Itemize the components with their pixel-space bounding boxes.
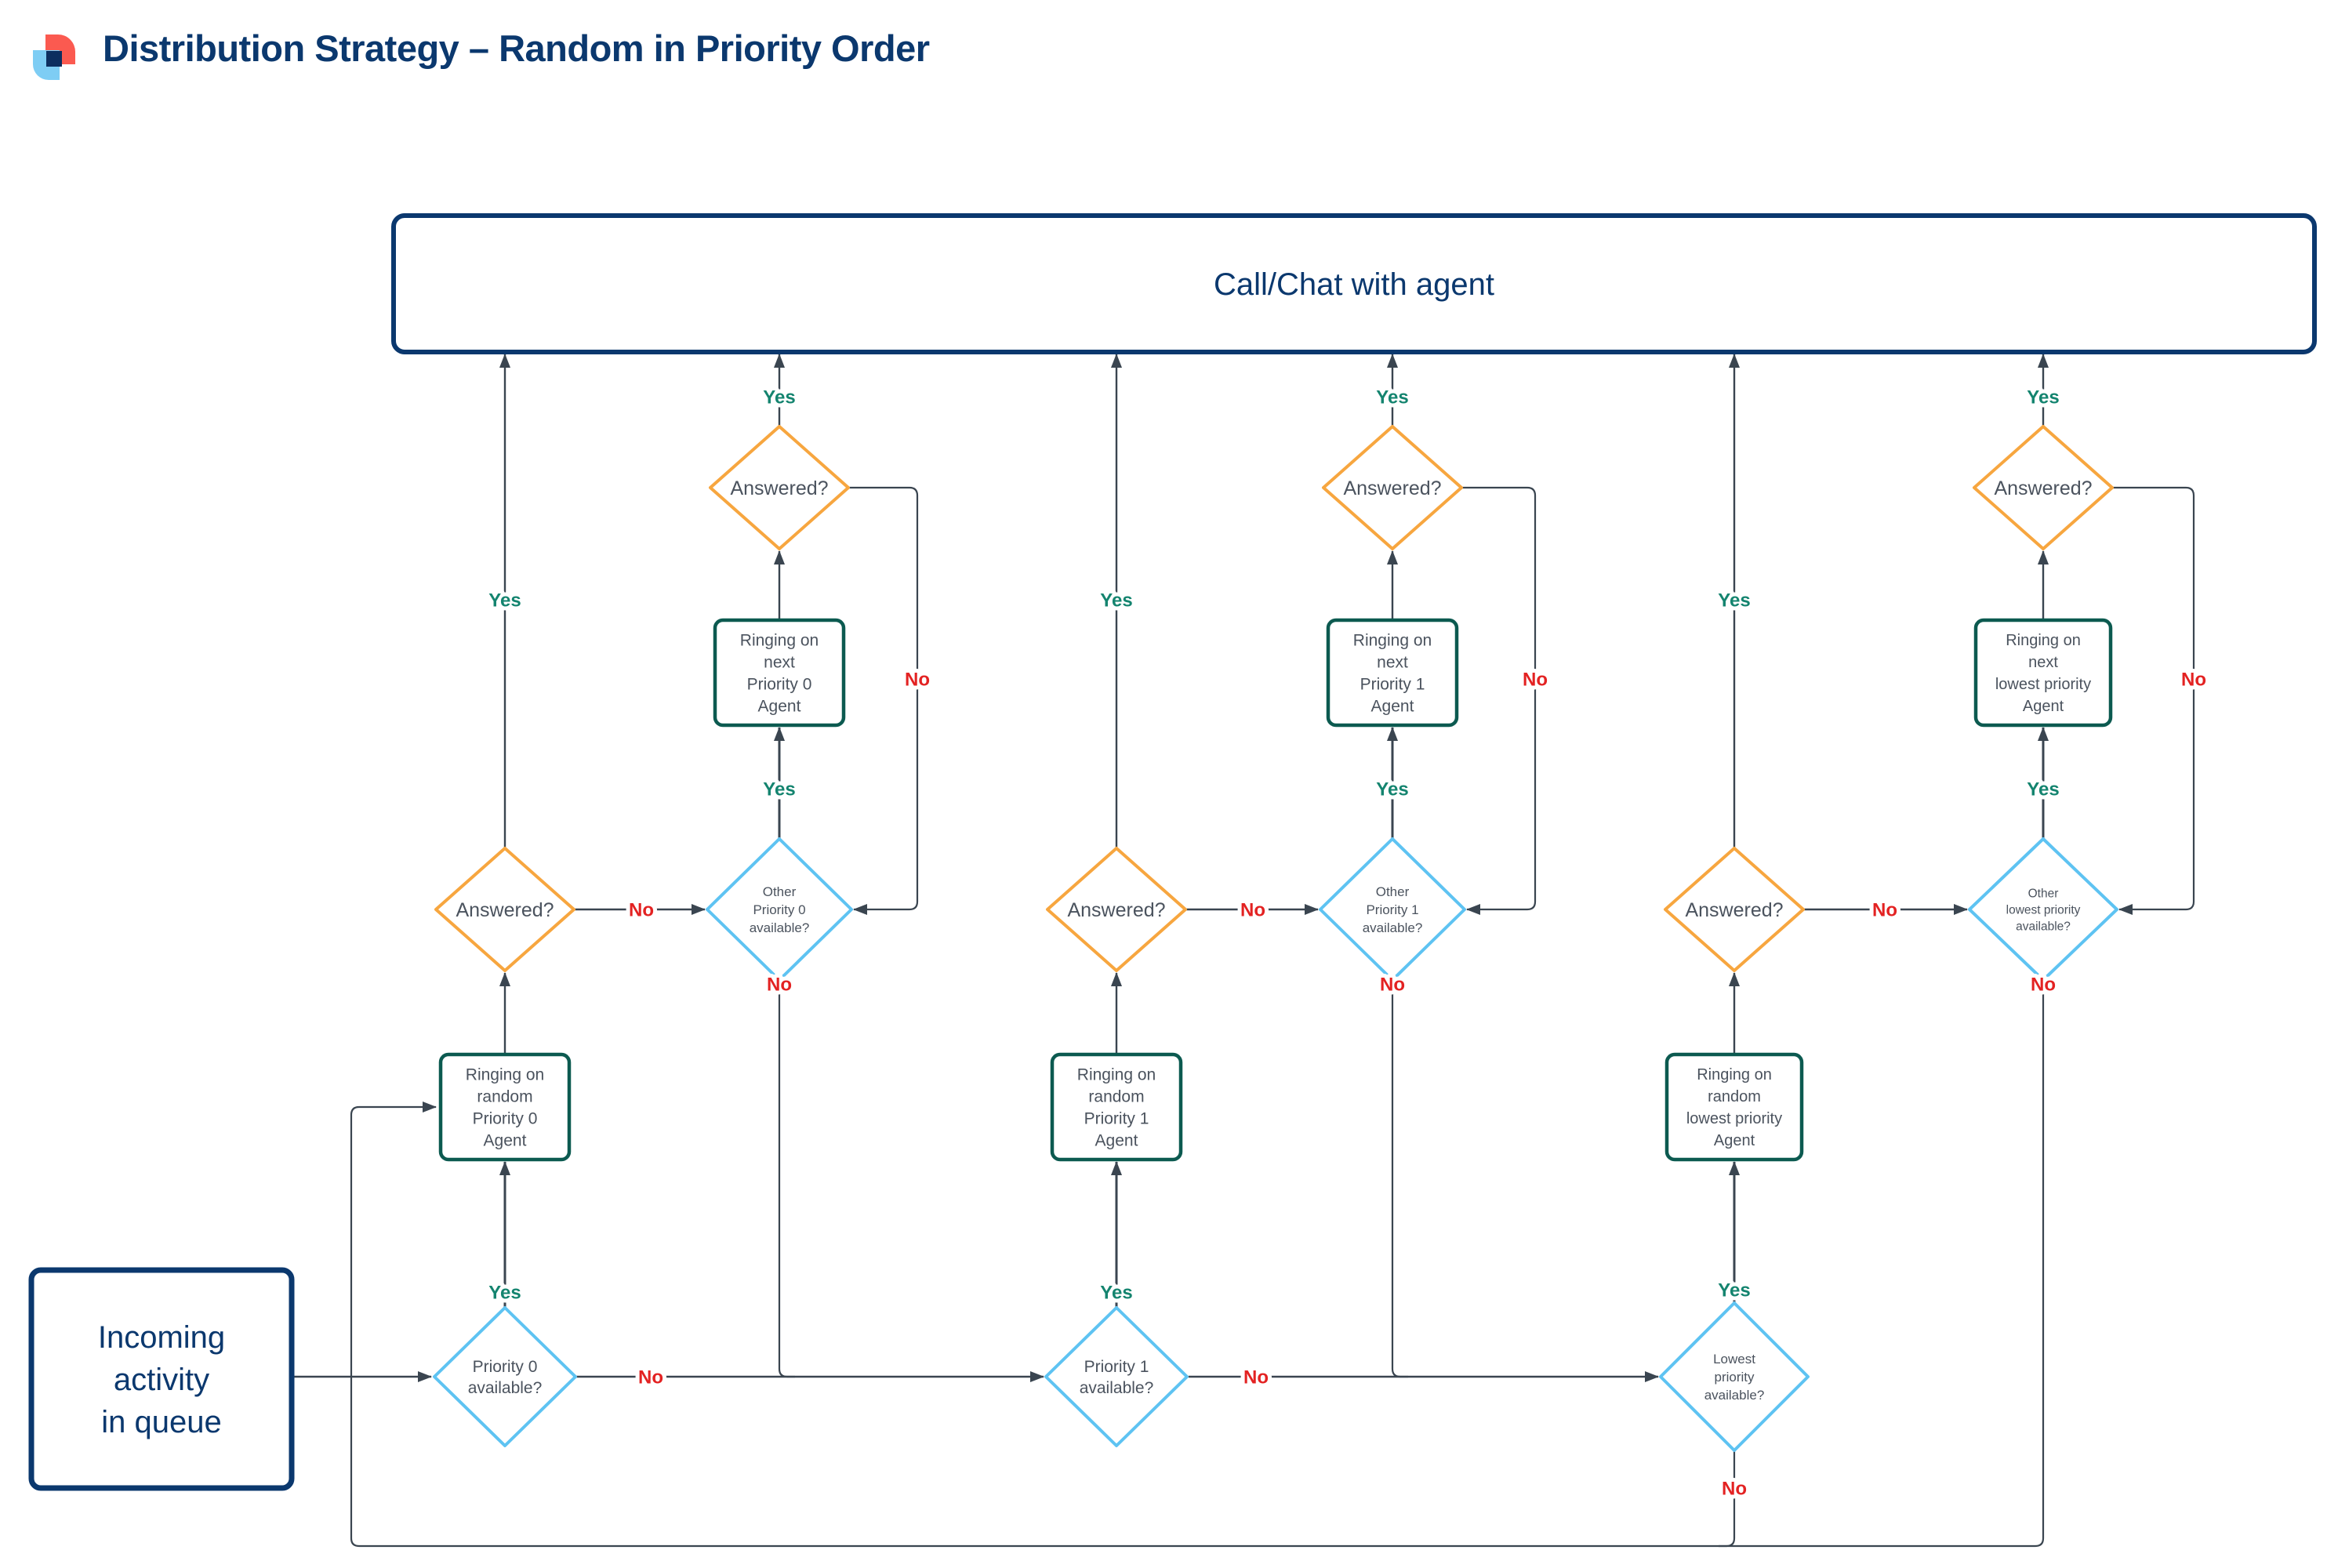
ringing-next-priority0-shape xyxy=(713,618,846,728)
ringing-random-lowest-shape xyxy=(1664,1052,1804,1162)
edge-label-no-priority0-no: No xyxy=(638,1367,663,1388)
edge-other-priority1-no-down xyxy=(1391,980,1408,1378)
ringing-random-priority0-shape xyxy=(438,1052,572,1162)
node-answered-mid-priority1: Answered? xyxy=(1046,847,1187,972)
answered-mid-priority1-label: Answered? xyxy=(1067,899,1165,921)
edge-label-no-priority1-no: No xyxy=(1243,1367,1269,1388)
logo-navy-square xyxy=(46,51,62,67)
lowest-priority-available-shape xyxy=(1659,1301,1810,1452)
edge-lowest-no-down xyxy=(1719,1450,1736,1548)
edge-answered-top-lowest-no-loop xyxy=(2112,486,2195,915)
answered-top-priority0-shape xyxy=(709,425,850,550)
edge-label-no-answered-mid-lowest-no: No xyxy=(1872,899,1897,920)
ringing-next-lowest-shape xyxy=(1973,618,2113,728)
edge-label-yes-answered-top-lowest-yes: Yes xyxy=(2027,387,2059,408)
edge-label-yes-answered-mid-lowest-yes: Yes xyxy=(1718,590,1750,611)
answered-mid-priority0-label: Answered? xyxy=(456,899,554,921)
edge-label-no-other-priority1-no-down: No xyxy=(1380,974,1405,995)
node-answered-top-lowest: Answered? xyxy=(1973,425,2114,550)
edge-other-lowest-no-feedback xyxy=(350,982,2045,1548)
edge-label-no-answered-top-priority1-no-loop: No xyxy=(1523,669,1548,690)
edge-label-yes-other-priority1-yes: Yes xyxy=(1376,779,1408,800)
node-call-chat-with-agent: Call/Chat with agent xyxy=(391,213,2317,354)
answered-top-priority1-shape xyxy=(1322,425,1463,550)
edge-label-no-answered-top-priority0-no-loop: No xyxy=(905,669,930,690)
incoming-activity-in-queue-shape xyxy=(28,1267,295,1491)
edge-label-no-other-lowest-no-feedback: No xyxy=(2031,974,2056,995)
ringing-random-priority1-shape xyxy=(1050,1052,1183,1162)
answered-top-priority1-label: Answered? xyxy=(1343,477,1441,499)
answered-mid-priority1-shape xyxy=(1046,847,1187,972)
ringing-next-priority1-shape xyxy=(1326,618,1459,728)
edge-label-yes-answered-mid-priority0-yes: Yes xyxy=(488,590,521,611)
edge-answered-top-priority0-no-loop xyxy=(848,486,919,915)
answered-mid-lowest-shape xyxy=(1664,847,1805,972)
edge-label-no-lowest-no-down: No xyxy=(1722,1478,1747,1499)
edge-label-yes-priority0-yes: Yes xyxy=(488,1282,521,1303)
edge-label-yes-answered-top-priority1-yes: Yes xyxy=(1376,387,1408,408)
page-title: Distribution Strategy – Random in Priori… xyxy=(103,27,930,69)
call-chat-with-agent-shape xyxy=(391,213,2317,354)
answered-top-priority0-label: Answered? xyxy=(730,477,828,499)
node-answered-top-priority0: Answered? xyxy=(709,425,850,550)
answered-top-lowest-label: Answered? xyxy=(1994,477,2092,499)
edge-label-no-answered-top-lowest-no-loop: No xyxy=(2181,669,2206,690)
node-answered-top-priority1: Answered? xyxy=(1322,425,1463,550)
answered-mid-priority0-shape xyxy=(434,847,575,972)
edge-label-yes-answered-top-priority0-yes: Yes xyxy=(763,387,795,408)
edge-label-no-answered-mid-priority0-no: No xyxy=(629,899,654,920)
other-priority1-available-shape xyxy=(1319,837,1466,982)
call-chat-with-agent-label: Call/Chat with agent xyxy=(1214,267,1494,302)
priority1-available-shape xyxy=(1044,1306,1189,1447)
brand-logo xyxy=(33,17,82,80)
header: Distribution Strategy – Random in Priori… xyxy=(0,0,2327,94)
edge-label-yes-other-priority0-yes: Yes xyxy=(763,779,795,800)
other-priority0-available-shape xyxy=(706,837,853,982)
edge-label-yes-lowest-yes: Yes xyxy=(1718,1279,1750,1301)
answered-top-lowest-shape xyxy=(1973,425,2114,550)
edge-other-priority0-no-down xyxy=(778,980,795,1378)
edge-label-no-answered-mid-priority1-no: No xyxy=(1240,899,1265,920)
edge-label-no-other-priority0-no-down: No xyxy=(767,974,792,995)
answered-mid-lowest-label: Answered? xyxy=(1685,899,1783,921)
edge-label-yes-answered-mid-priority1-yes: Yes xyxy=(1100,590,1132,611)
other-lowest-available-shape xyxy=(1968,837,2118,982)
edge-answered-top-priority1-no-loop xyxy=(1461,486,1537,915)
priority0-available-shape xyxy=(433,1306,577,1447)
edge-label-yes-other-lowest-yes: Yes xyxy=(2027,779,2059,800)
edge-label-yes-priority1-yes: Yes xyxy=(1100,1282,1132,1303)
node-answered-mid-priority0: Answered? xyxy=(434,847,575,972)
node-answered-mid-lowest: Answered? xyxy=(1664,847,1805,972)
